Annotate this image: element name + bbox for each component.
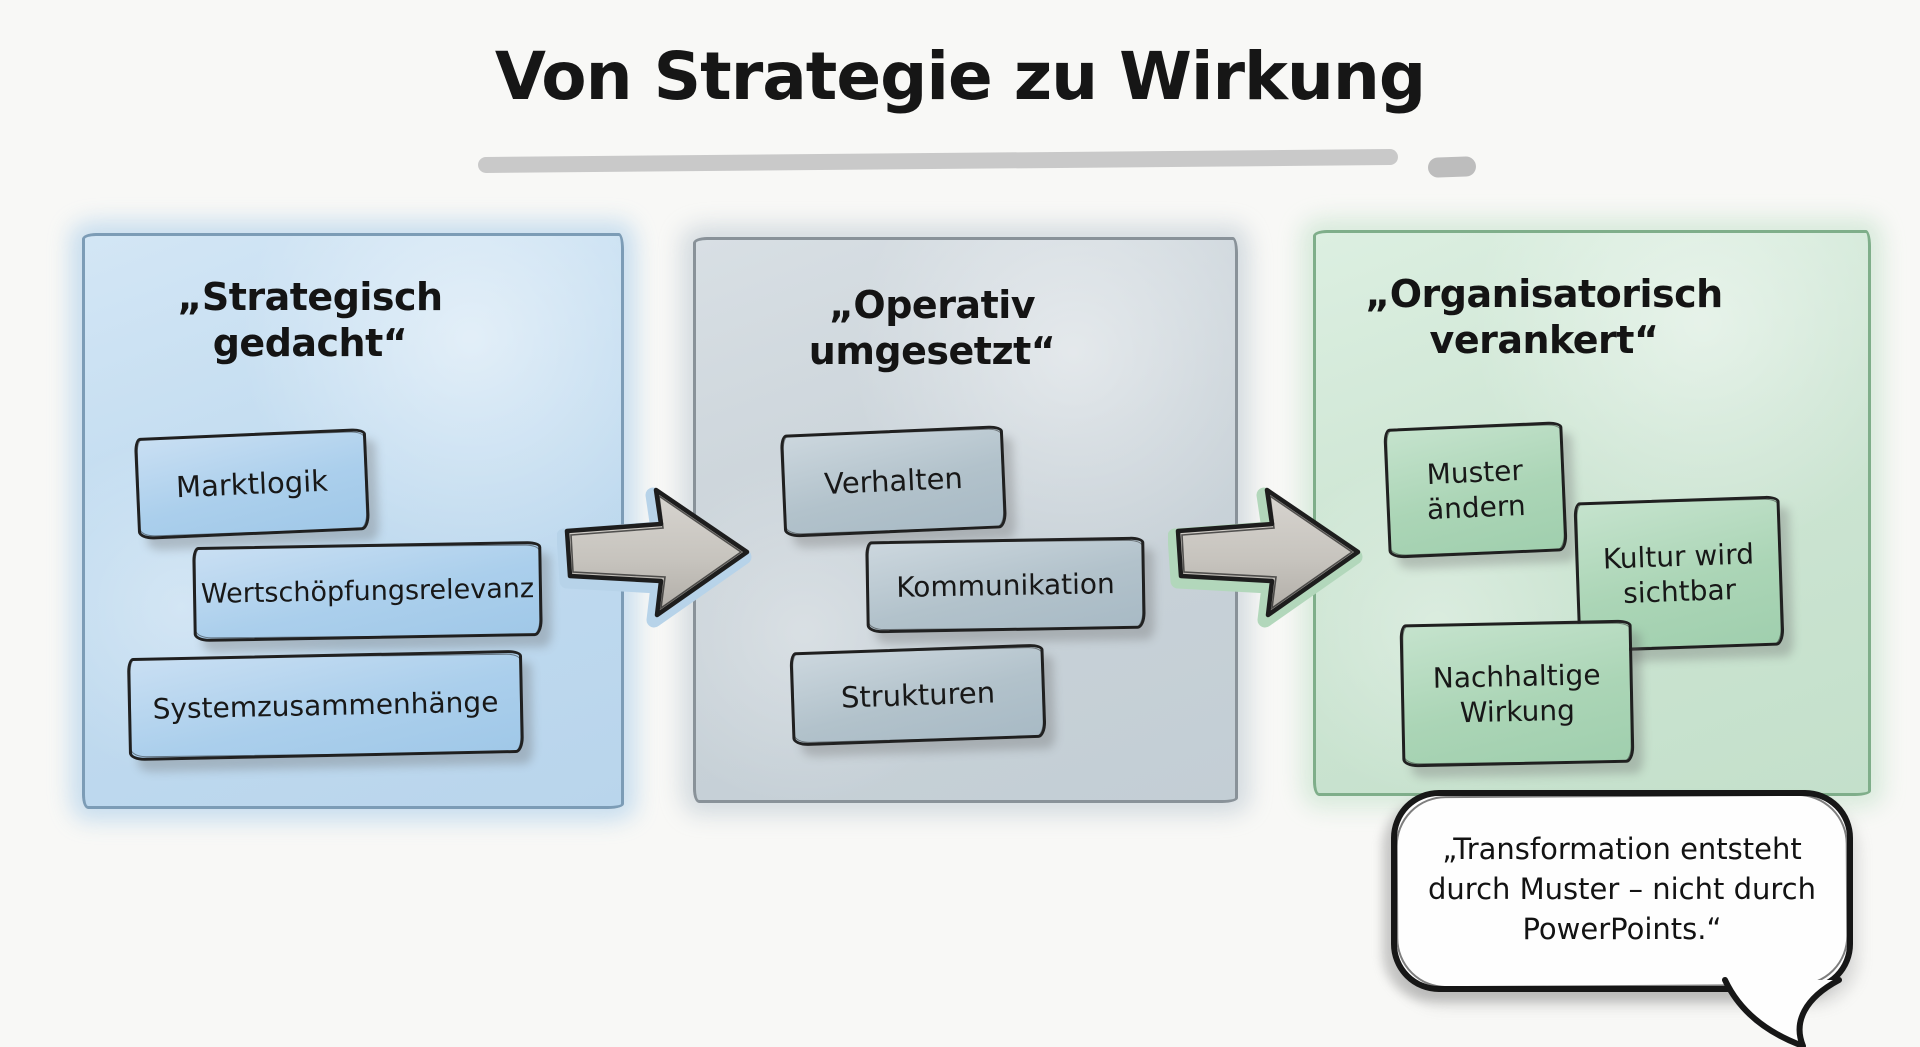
note-strukturen: Strukturen <box>789 643 1047 747</box>
note-marktlogik: Marktlogik <box>133 427 371 541</box>
speech-bubble-text: „Transformation entsteht durch Muster – … <box>1428 831 1816 946</box>
note-nachhaltige-wirkung: Nachhaltige Wirkung <box>1399 619 1635 768</box>
panel-operativ-umgesetzt: „Operativ umgesetzt“ Verhalten Kommunika… <box>693 237 1238 803</box>
page-title: Von Strategie zu Wirkung <box>494 38 1426 115</box>
speech-bubble-tail <box>1722 977 1842 1047</box>
arrow-right-icon <box>557 487 752 628</box>
note-wertschoepfungsrelevanz: Wertschöpfungsrelevanz <box>192 540 543 643</box>
title-underline-dash <box>1427 156 1477 178</box>
note-kommunikation: Kommunikation <box>865 536 1146 634</box>
note-verhalten: Verhalten <box>779 425 1008 538</box>
panel-strategisch-gedacht: „Strategisch gedacht“ Marktlogik Wertsch… <box>82 233 624 809</box>
panel-heading: „Operativ umgesetzt“ <box>808 283 1056 374</box>
arrow-right-icon <box>1168 487 1363 628</box>
panel-heading: „Organisatorisch verankert“ <box>1365 272 1723 363</box>
panel-heading: „Strategisch gedacht“ <box>177 275 443 366</box>
panel-organisatorisch-verankert: „Organisatorisch verankert“ Muster änder… <box>1313 230 1871 796</box>
note-muster-aendern: Muster ändern <box>1383 421 1568 559</box>
note-systemzusammenhaenge: Systemzusammenhänge <box>126 649 525 762</box>
title-underline <box>477 148 1399 174</box>
speech-bubble: „Transformation entsteht durch Muster – … <box>1391 790 1853 1047</box>
